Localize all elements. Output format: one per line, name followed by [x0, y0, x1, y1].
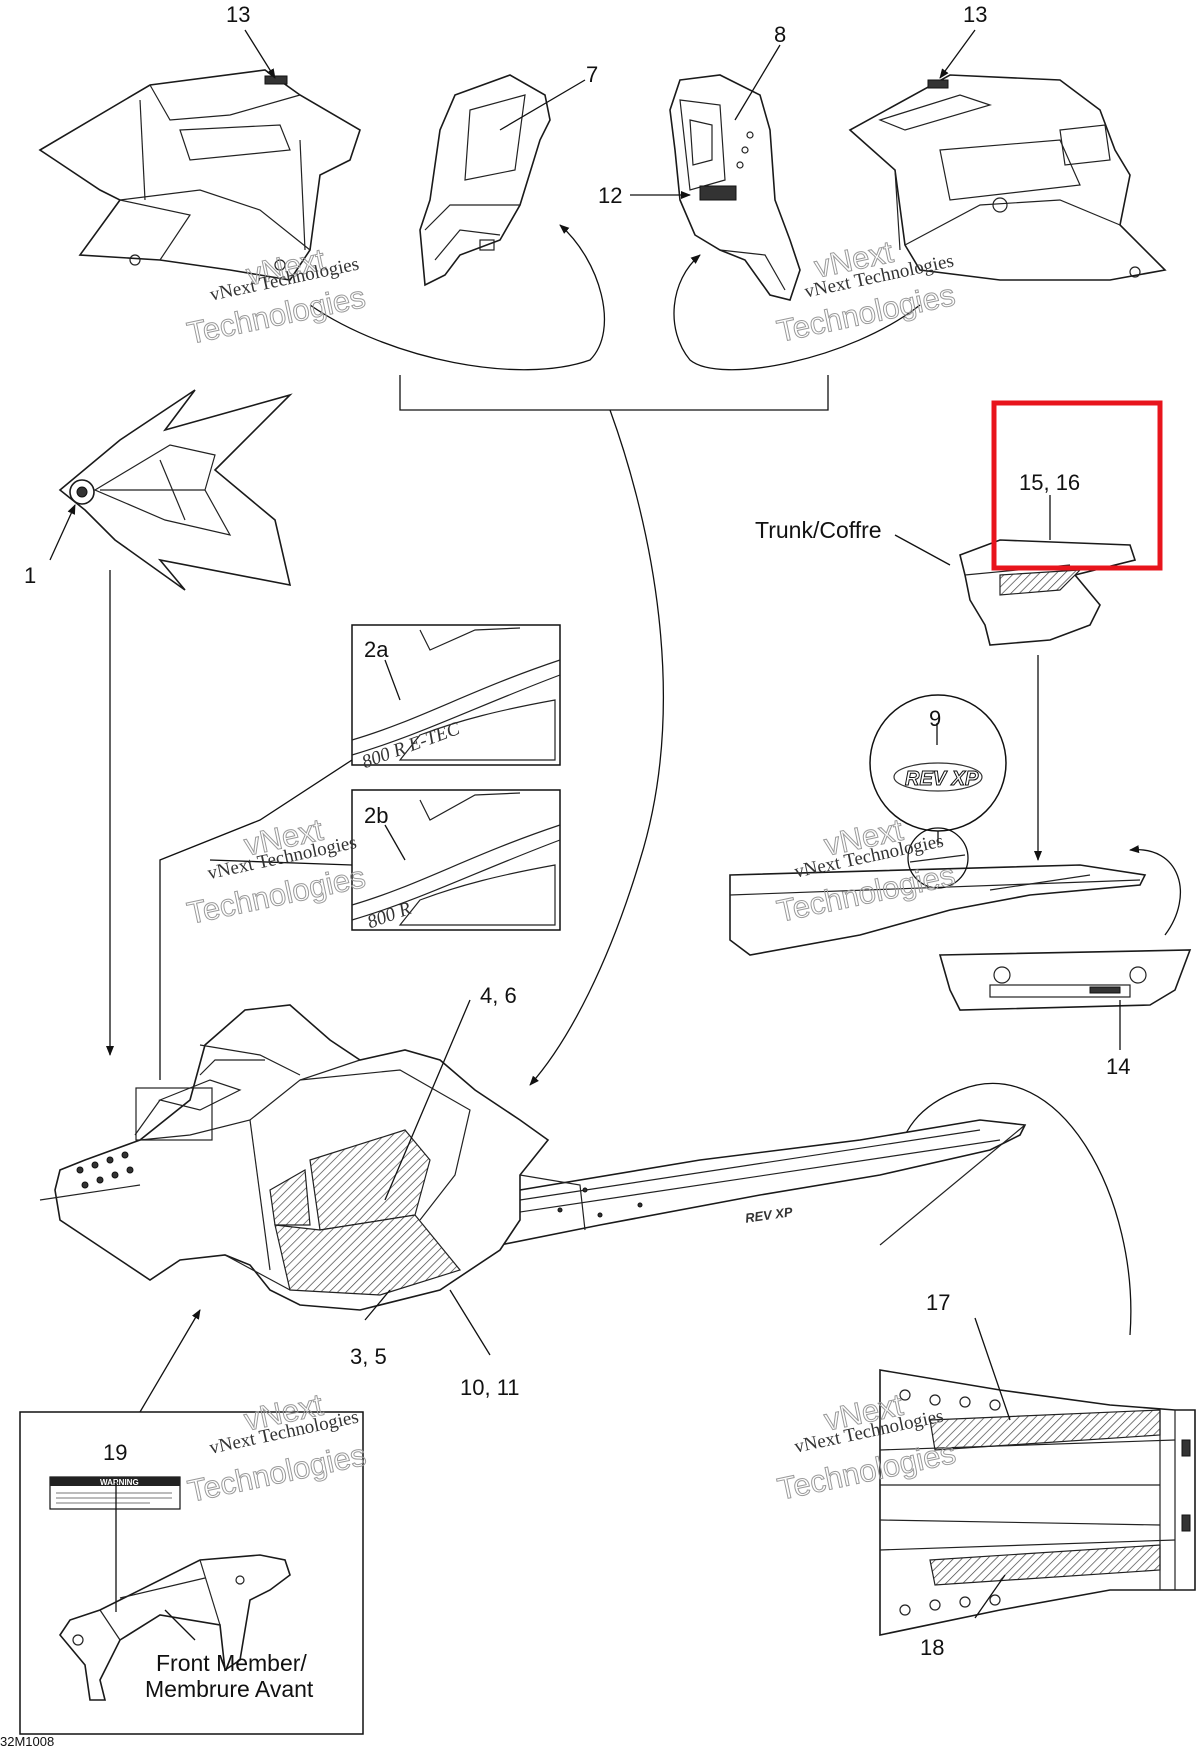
- label-2a: 2a: [364, 637, 389, 662]
- front-member-box: WARNING: [19, 1411, 364, 1735]
- emblem-text: REV XP: [905, 768, 979, 790]
- label-3-5: 3, 5: [350, 1344, 387, 1369]
- left-console-panel: [419, 74, 551, 287]
- sled-emblem-text: REV XP: [744, 1204, 794, 1226]
- watermark-3: vNext vNext Technologies Technologies: [184, 811, 369, 931]
- label-9: 9: [929, 706, 941, 731]
- drawing-code: 32M1008: [0, 1734, 54, 1749]
- rear-bumper: [938, 949, 1192, 1011]
- main-snowmobile: REV XP: [39, 1004, 1027, 1311]
- trunk: [959, 539, 1137, 646]
- label-front-member-en: Front Member/: [156, 1650, 307, 1676]
- label-13-right: 13: [963, 2, 987, 27]
- hood: [58, 389, 293, 591]
- right-console-panel: [669, 74, 801, 301]
- label-17: 17: [926, 1290, 950, 1315]
- detail-2b: 800 R: [351, 789, 561, 933]
- label-trunk: Trunk/Coffre: [755, 517, 882, 543]
- emblem-detail: REV XP: [869, 694, 1007, 832]
- warning-decal-text: WARNING: [100, 1478, 139, 1487]
- label-front-member-fr: Membrure Avant: [145, 1676, 314, 1702]
- left-side-panel: [38, 69, 361, 281]
- label-1: 1: [24, 563, 36, 588]
- highlight-box: [991, 400, 1163, 571]
- right-side-panel: [848, 74, 1167, 281]
- label-4-6: 4, 6: [480, 983, 517, 1008]
- label-7: 7: [586, 62, 598, 87]
- label-13-left: 13: [226, 2, 250, 27]
- label-10-11: 10, 11: [460, 1375, 520, 1400]
- tunnel-section: [729, 827, 1147, 956]
- rear-tunnel-detail: [879, 1369, 1196, 1636]
- label-18: 18: [920, 1635, 944, 1660]
- detail-2a: 800 R E-TEC: [351, 624, 561, 773]
- label-2b: 2b: [364, 803, 388, 828]
- label-19: 19: [103, 1440, 127, 1465]
- label-8: 8: [774, 22, 786, 47]
- label-14: 14: [1106, 1054, 1130, 1079]
- label-12: 12: [598, 183, 622, 208]
- label-15-16: 15, 16: [1019, 470, 1080, 495]
